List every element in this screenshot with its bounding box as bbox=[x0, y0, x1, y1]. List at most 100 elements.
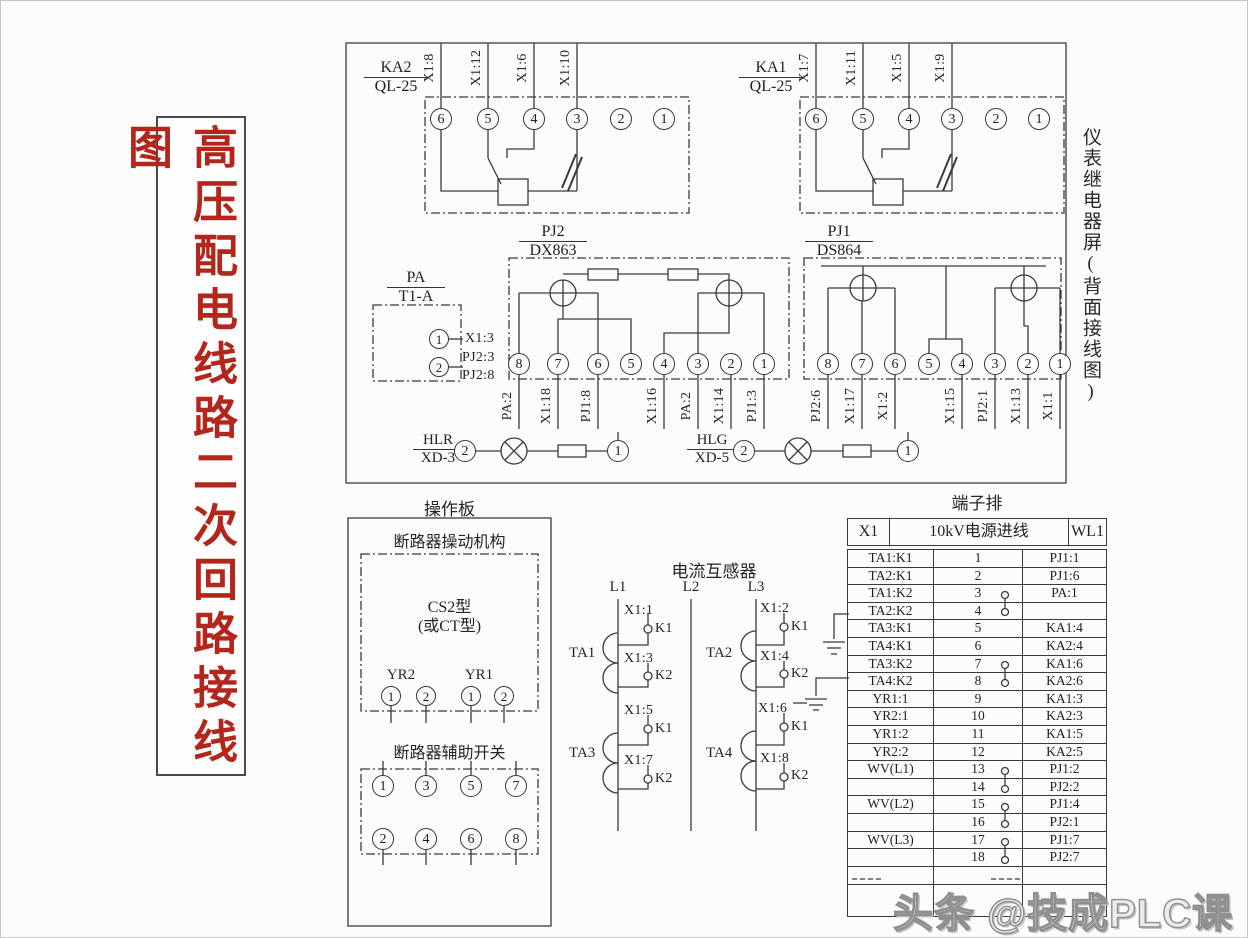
k-terminal-label: K2 bbox=[655, 668, 673, 683]
cell-num: 7 bbox=[934, 655, 1023, 673]
terminal: 4 bbox=[653, 353, 675, 375]
wire-label: X1:14 bbox=[712, 387, 727, 425]
terminal: 5 bbox=[918, 353, 940, 375]
terminal: 5 bbox=[477, 108, 499, 130]
relay-ka1-model: QL-25 bbox=[749, 78, 793, 96]
cell-num: 1 bbox=[934, 550, 1023, 567]
cell-right: KA1:4 bbox=[1046, 620, 1083, 636]
terminal: 5 bbox=[620, 353, 642, 375]
cell-left: TA2:K2 bbox=[848, 602, 934, 620]
aux-switch-title: 断路器辅助开关 bbox=[393, 745, 506, 762]
terminal: 3 bbox=[687, 353, 709, 375]
k-terminal-label: K1 bbox=[791, 619, 809, 634]
cell-num: 12 bbox=[934, 743, 1023, 761]
phase-line-label: L3 bbox=[747, 579, 765, 595]
terminal: 2 bbox=[494, 686, 514, 706]
pj1-model: DS864 bbox=[816, 242, 862, 260]
cell-num: 8 bbox=[934, 673, 1023, 690]
wire-label: X1:11 bbox=[844, 50, 859, 86]
table-row-empty bbox=[848, 866, 1106, 885]
wire-label: X1:5 bbox=[890, 53, 905, 83]
terminal: 6 bbox=[460, 828, 482, 850]
cell-num: 18 bbox=[934, 849, 1023, 866]
k-terminal-label: K2 bbox=[791, 666, 809, 681]
wire-label: X1:3 bbox=[624, 651, 654, 666]
cell-right: PA:1 bbox=[1051, 585, 1078, 601]
terminal: 2 bbox=[1017, 353, 1039, 375]
terminal: 2 bbox=[733, 440, 755, 462]
terminal: 4 bbox=[415, 828, 437, 850]
terminal: 1 bbox=[607, 440, 629, 462]
cell-left: TA3:K1 bbox=[848, 620, 934, 637]
panel-caption: 仪表继电器屏(背面接线图) bbox=[1080, 127, 1101, 404]
hlr-model: XD-3 bbox=[420, 450, 456, 467]
relay-ka1-name: KA1 bbox=[739, 59, 803, 79]
terminal: 6 bbox=[430, 108, 452, 130]
terminal: 2 bbox=[429, 357, 449, 377]
relay-ka2-label: KA2 QL-25 bbox=[364, 59, 428, 97]
cell-left: YR2:2 bbox=[848, 743, 934, 761]
wire-label: X1:7 bbox=[624, 753, 654, 768]
cell-num: 4 bbox=[934, 602, 1023, 620]
wire-label: X1:1 bbox=[1041, 391, 1056, 421]
header-wl1: WL1 bbox=[1071, 523, 1104, 540]
table-row-empty bbox=[848, 884, 1106, 916]
terminal: 2 bbox=[610, 108, 632, 130]
cell-right: KA1:6 bbox=[1046, 655, 1083, 671]
terminal: 2 bbox=[720, 353, 742, 375]
cell-left bbox=[848, 813, 934, 831]
cell-left: TA4:K2 bbox=[848, 673, 934, 690]
wire-label: X1:8 bbox=[760, 751, 790, 766]
wire-label: X1:13 bbox=[1009, 387, 1024, 425]
k-terminal-label: K1 bbox=[655, 621, 673, 636]
terminal: 1 bbox=[897, 440, 919, 462]
wire-label: PJ1:3 bbox=[745, 389, 760, 423]
terminal: 2 bbox=[454, 440, 476, 462]
wire-label: X1:5 bbox=[624, 703, 654, 718]
wire-label: X1:6 bbox=[758, 701, 788, 716]
terminal: 6 bbox=[805, 108, 827, 130]
terminal: 6 bbox=[587, 353, 609, 375]
cell-right: PJ1:7 bbox=[1049, 831, 1080, 847]
wire-label: PJ2:8 bbox=[462, 368, 495, 383]
pa-meter-label: PA T1-A bbox=[387, 269, 445, 307]
wire-label: PA:2 bbox=[679, 391, 694, 421]
terminal: 1 bbox=[753, 353, 775, 375]
terminal: 7 bbox=[851, 353, 873, 375]
cell-right bbox=[1023, 603, 1106, 620]
cell-right: KA1:3 bbox=[1046, 690, 1083, 706]
wire-label: X1:2 bbox=[760, 601, 790, 616]
terminal: 7 bbox=[505, 775, 527, 797]
cell-right: KA2:6 bbox=[1046, 673, 1083, 689]
cell-left bbox=[848, 778, 934, 796]
cell-left: YR2:1 bbox=[848, 708, 934, 725]
cell-num: 13 bbox=[934, 761, 1023, 778]
terminal: 5 bbox=[852, 108, 874, 130]
wire-label: PA:2 bbox=[500, 391, 515, 421]
k-terminal-label: K2 bbox=[791, 768, 809, 783]
cell-num: 15 bbox=[934, 796, 1023, 813]
wire-label: X1:18 bbox=[539, 387, 554, 425]
terminal: 5 bbox=[460, 775, 482, 797]
wire-label: X1:7 bbox=[797, 53, 812, 83]
hlg-model: XD-5 bbox=[694, 450, 730, 467]
terminal: 8 bbox=[817, 353, 839, 375]
cell-left bbox=[848, 849, 934, 866]
header-incoming-line: 10kV电源进线 bbox=[890, 519, 1069, 545]
k-terminal-label: K1 bbox=[791, 719, 809, 734]
op-panel-title: 操作板 bbox=[424, 500, 475, 519]
relay-ka1-label: KA1 QL-25 bbox=[739, 59, 803, 97]
cell-num: 17 bbox=[934, 831, 1023, 849]
phase-line-label: L1 bbox=[609, 579, 627, 595]
